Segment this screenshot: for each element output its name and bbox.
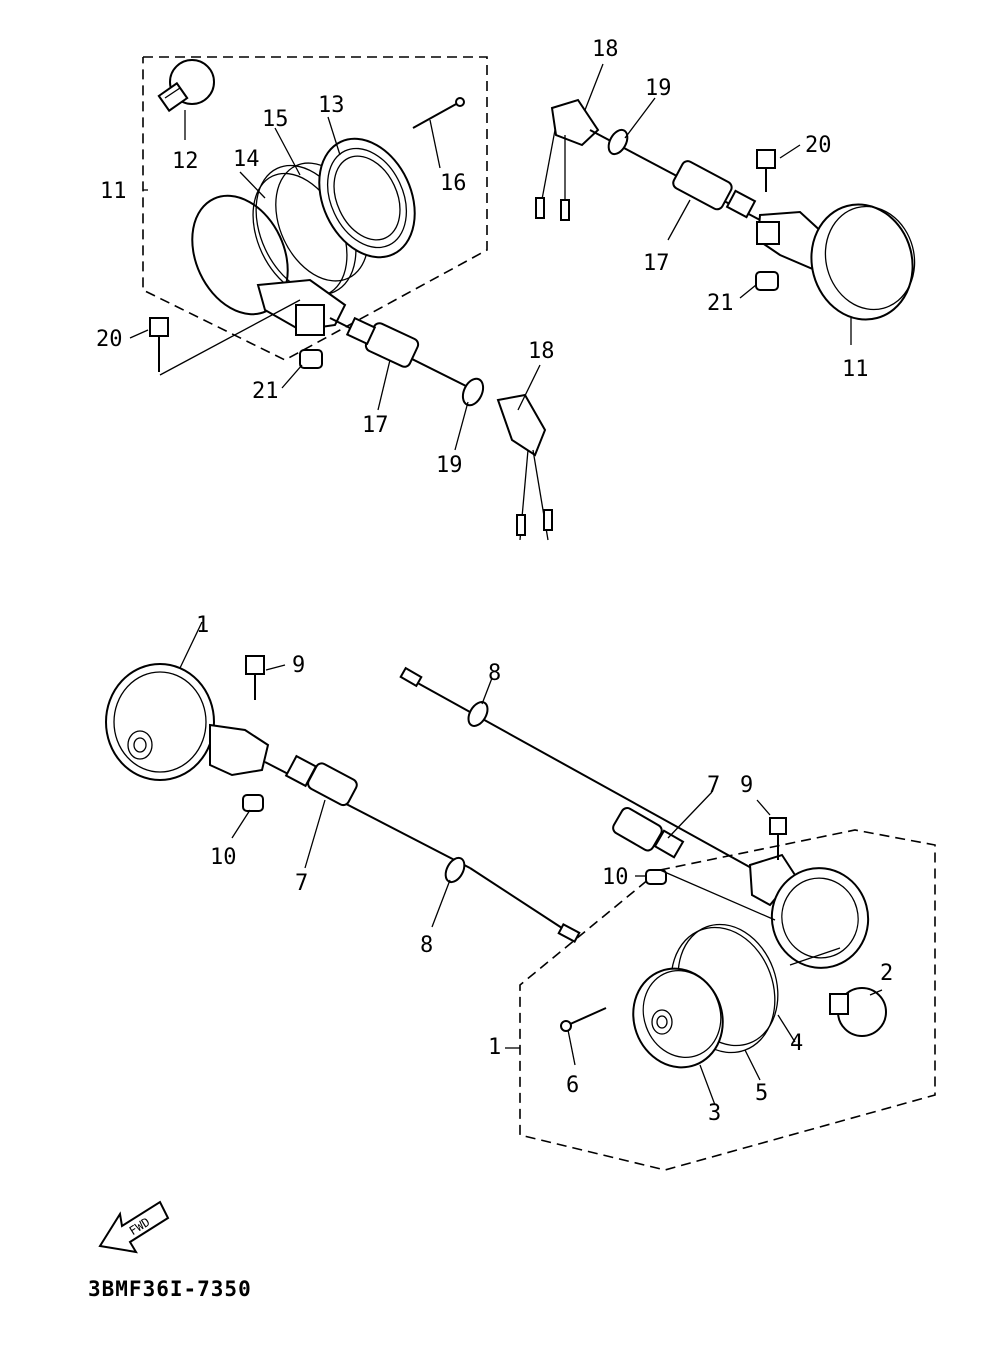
callout-3: 3 <box>708 1101 721 1126</box>
callout-15: 15 <box>262 107 289 132</box>
callout-9: 9 <box>740 773 753 798</box>
diagram-code: 3BMF36I-7350 <box>88 1277 252 1301</box>
fwd-arrow-icon: FWD <box>98 1200 170 1254</box>
upper-right-flasher-assembly <box>535 63 916 345</box>
callout-12: 12 <box>172 149 199 174</box>
callout-18: 18 <box>528 339 555 364</box>
callout-16: 16 <box>440 171 467 196</box>
callout-14: 14 <box>233 147 260 172</box>
callout-10: 10 <box>210 845 237 870</box>
callout-13: 13 <box>318 93 345 118</box>
upper-left-flasher-assembly <box>129 56 553 541</box>
callout-20: 20 <box>805 133 832 158</box>
callout-21: 21 <box>707 291 734 316</box>
callout-17: 17 <box>643 251 670 276</box>
lower-left-flasher-assembly <box>105 621 581 943</box>
bulb-icon <box>829 987 887 1037</box>
callout-4: 4 <box>790 1031 803 1056</box>
callout-2: 2 <box>880 961 893 986</box>
callout-19: 19 <box>436 453 463 478</box>
callout-17: 17 <box>362 413 389 438</box>
callout-11: 11 <box>100 179 127 204</box>
callout-6: 6 <box>566 1073 579 1098</box>
callout-7: 7 <box>295 871 308 896</box>
callout-21: 21 <box>252 379 279 404</box>
bolt-icon <box>149 317 169 372</box>
callout-18: 18 <box>592 37 619 62</box>
lower-right-flasher-assembly <box>399 666 936 1171</box>
callout-8: 8 <box>488 661 501 686</box>
callout-1: 1 <box>196 613 209 638</box>
callout-11: 11 <box>842 357 869 382</box>
callout-1: 1 <box>488 1035 501 1060</box>
callout-10: 10 <box>602 865 629 890</box>
callout-19: 19 <box>645 76 672 101</box>
bulb-icon <box>157 59 215 113</box>
callout-8: 8 <box>420 933 433 958</box>
callout-20: 20 <box>96 327 123 352</box>
callout-9: 9 <box>292 653 305 678</box>
callout-7: 7 <box>707 773 720 798</box>
callout-5: 5 <box>755 1081 768 1106</box>
